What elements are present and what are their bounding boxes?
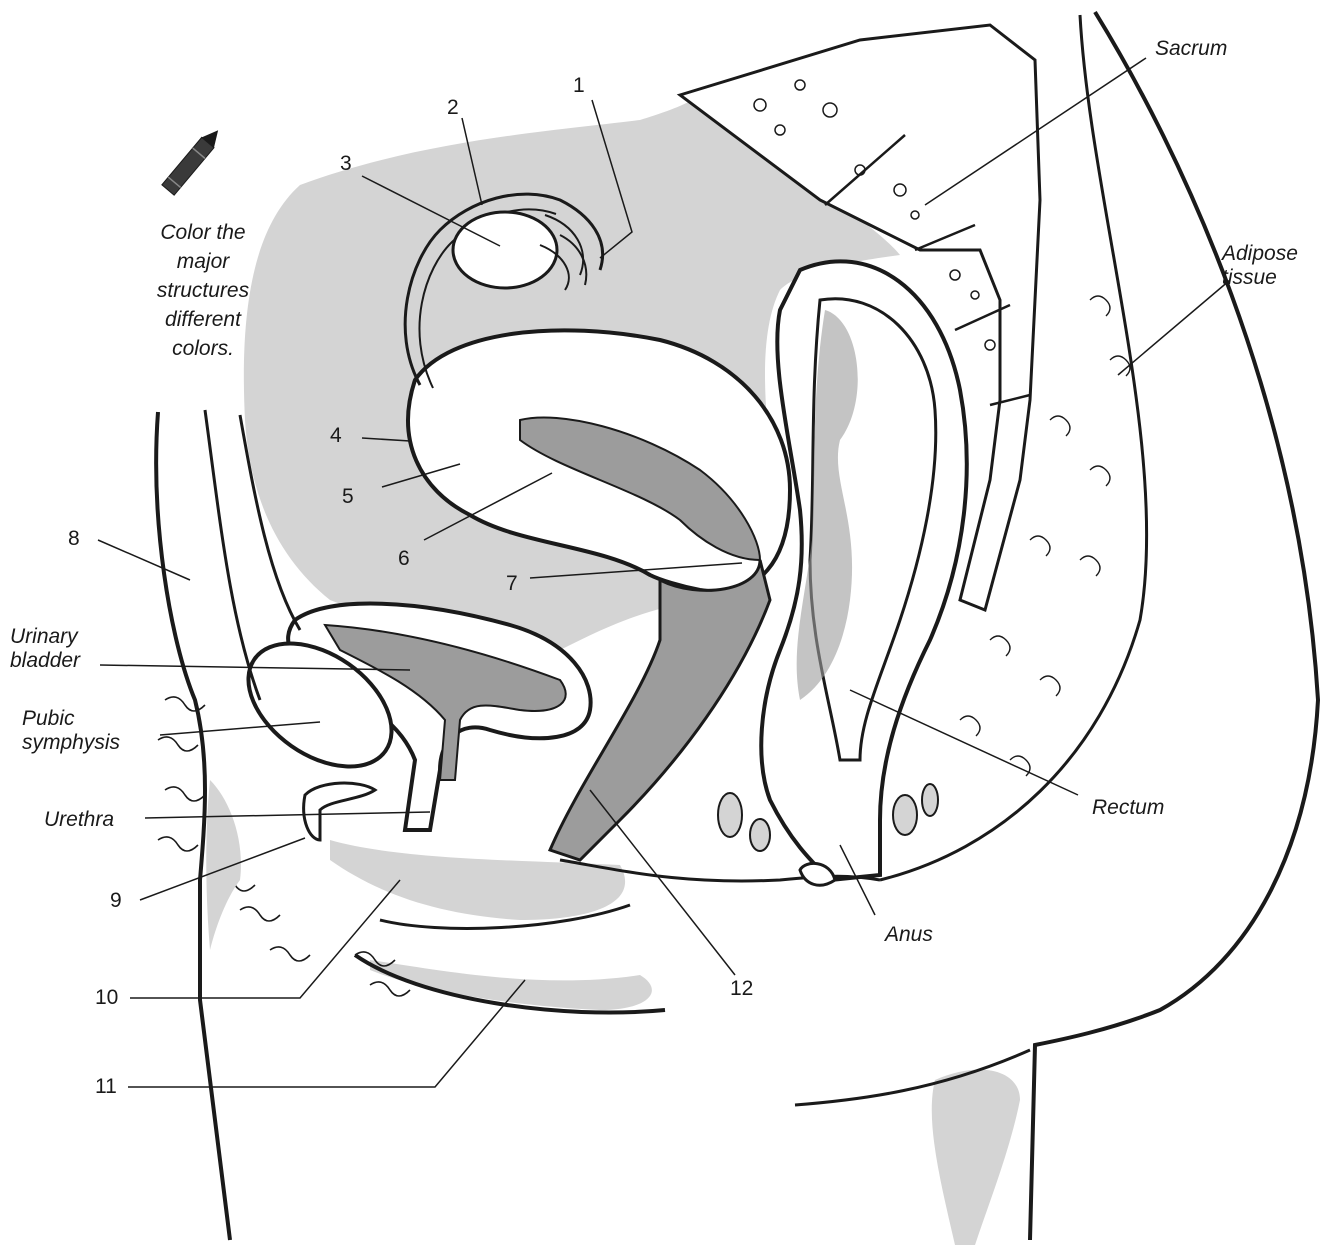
label-12: 12 [730, 977, 753, 1001]
instruction-line: colors. [118, 334, 288, 363]
buttock-shading [932, 1070, 1020, 1245]
body-outline-back [1030, 12, 1318, 1240]
clitoris-shape [304, 783, 375, 840]
coloring-instruction: Color the major structures different col… [118, 218, 288, 363]
label-11: 11 [95, 1075, 117, 1099]
label-anus: Anus [885, 923, 933, 947]
label-5: 5 [342, 485, 354, 509]
adipose-line-1: Adipose [1222, 242, 1298, 266]
instruction-line: Color the [118, 218, 288, 247]
label-urethra: Urethra [44, 808, 114, 832]
label-10: 10 [95, 986, 118, 1010]
thigh-shading [206, 780, 241, 950]
label-sacrum: Sacrum [1155, 37, 1227, 61]
label-adipose-tissue: Adipose tissue [1222, 242, 1298, 290]
instruction-line: structures [118, 276, 288, 305]
pubic-line-1: Pubic [22, 707, 120, 731]
instruction-line: different [118, 305, 288, 334]
label-pubic-symphysis: Pubic symphysis [22, 707, 120, 755]
label-1: 1 [573, 74, 585, 98]
adipose-line-2: tissue [1222, 266, 1298, 290]
label-7: 7 [506, 572, 518, 596]
label-6: 6 [398, 547, 410, 571]
label-2: 2 [447, 96, 459, 120]
label-3: 3 [340, 152, 352, 176]
pubic-line-2: symphysis [22, 731, 120, 755]
label-urinary-bladder: Urinary bladder [10, 625, 80, 673]
instruction-line: major [118, 247, 288, 276]
label-4: 4 [330, 424, 342, 448]
bladder-line-2: bladder [10, 649, 80, 673]
bladder-line-1: Urinary [10, 625, 80, 649]
label-8: 8 [68, 527, 80, 551]
label-rectum: Rectum [1092, 796, 1164, 820]
ovary [453, 212, 557, 288]
label-9: 9 [110, 889, 122, 913]
crayon-icon [162, 125, 224, 195]
